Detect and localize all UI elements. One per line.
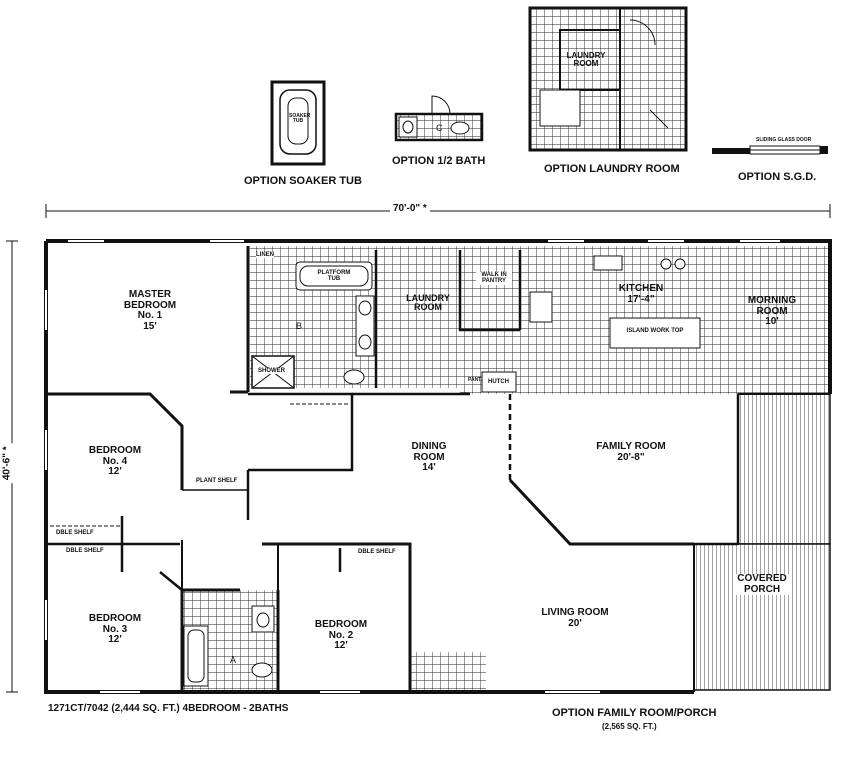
morning-room-label: MORNING ROOM 10'	[744, 295, 800, 328]
family-room-name: FAMILY ROOM	[596, 441, 666, 452]
option-soaker-tub-label: OPTION SOAKER TUB	[244, 175, 362, 187]
dble-shelf-label-bed3: DBLE SHELF	[66, 548, 104, 554]
dble-shelf-label-bed2: DBLE SHELF	[358, 549, 396, 555]
plant-shelf-label: PLANT SHELF	[196, 478, 238, 485]
bedroom-3-size: 12'	[108, 634, 122, 645]
model-caption: 1271CT/7042 (2,444 SQ. FT.) 4BEDROOM - 2…	[48, 703, 289, 714]
kitchen-label: KITCHEN 17'-4"	[616, 283, 666, 305]
pantry-label: PANT.	[468, 377, 483, 383]
soaker-tub-fixture-label: SOAKER TUB	[289, 113, 311, 125]
dining-room-size: 14'	[422, 462, 436, 473]
option-family-room-porch-label: OPTION FAMILY ROOM/PORCH	[552, 707, 717, 719]
bedroom-4-name: BEDROOM	[88, 445, 142, 456]
bath-b-marker: B	[296, 321, 303, 331]
option-laundry-room-drawing	[528, 6, 688, 152]
windows	[45, 240, 780, 693]
bedroom-3-number: No. 3	[102, 623, 128, 635]
covered-porch-label: COVERED PORCH	[734, 573, 790, 595]
covered-porch	[693, 393, 831, 691]
master-bedroom-number: No. 1	[137, 310, 163, 321]
option-laundry-room-fixture-label: LAUNDRY ROOM	[566, 51, 606, 69]
kitchen-size: 17'-4"	[627, 293, 655, 305]
dining-room-name: DINING ROOM	[411, 441, 447, 463]
master-bedroom-label: MASTER BEDROOM No. 1 15'	[120, 289, 180, 332]
width-dimension: 70'-0" *	[390, 203, 430, 215]
shower-label: SHOWER	[258, 368, 285, 375]
dble-shelf-label-bed4: DBLE SHELF	[56, 530, 94, 536]
master-bedroom-name: MASTER BEDROOM	[123, 289, 177, 311]
living-room-label: LIVING ROOM 20'	[540, 607, 610, 629]
walk-in-pantry-label: WALK IN PANTRY	[476, 272, 512, 285]
bedroom-2-size: 12'	[334, 640, 348, 651]
walls	[44, 239, 832, 694]
bedroom-4-number: No. 4	[102, 455, 128, 467]
laundry-room-label: LAUNDRY ROOM	[406, 293, 450, 313]
family-room-size: 20'-8"	[617, 451, 645, 463]
bedroom-4-size: 12'	[108, 466, 122, 477]
option-laundry-room-label: OPTION LAUNDRY ROOM	[544, 163, 680, 175]
bedroom-3-label: BEDROOM No. 3 12'	[88, 613, 142, 646]
option-half-bath-label: OPTION 1/2 BATH	[392, 155, 486, 167]
bedroom-4-label: BEDROOM No. 4 12'	[88, 445, 142, 478]
bedroom-2-label: BEDROOM No. 2 12'	[314, 619, 368, 652]
island-label: ISLAND WORK TOP	[626, 328, 684, 334]
family-room-label: FAMILY ROOM 20'-8"	[594, 441, 668, 463]
dining-room-label: DINING ROOM 14'	[404, 441, 454, 474]
fixtures	[183, 255, 701, 687]
living-room-name: LIVING ROOM	[541, 607, 609, 618]
hutch-label: HUTCH	[488, 379, 509, 385]
option-soaker-tub-drawing	[270, 80, 326, 166]
depth-dimension: 40'-6" *	[2, 443, 14, 484]
living-room-size: 20'	[568, 617, 582, 629]
morning-room-size: 10'	[765, 316, 779, 327]
sliding-glass-door-label: SLIDING GLASS DOOR	[756, 137, 812, 143]
kitchen-name: KITCHEN	[618, 283, 664, 294]
option-sgd-label: OPTION S.G.D.	[738, 171, 817, 183]
morning-room-name: MORNING ROOM	[747, 295, 797, 317]
option-half-bath-drawing	[394, 95, 484, 142]
platform-tub-label: PLATFORM TUB	[317, 270, 351, 283]
bath-c-marker: C	[436, 123, 443, 133]
option-sgd-drawing	[712, 145, 828, 155]
bedroom-2-number: No. 2	[328, 629, 354, 641]
bath-a-marker: A	[230, 655, 237, 665]
linen-label: LINEN	[256, 252, 274, 259]
bedroom-2-name: BEDROOM	[314, 619, 368, 630]
master-bedroom-size: 15'	[143, 320, 157, 332]
bedroom-3-name: BEDROOM	[88, 613, 142, 624]
option-family-room-porch-sqft: (2,565 SQ. FT.)	[602, 722, 657, 731]
